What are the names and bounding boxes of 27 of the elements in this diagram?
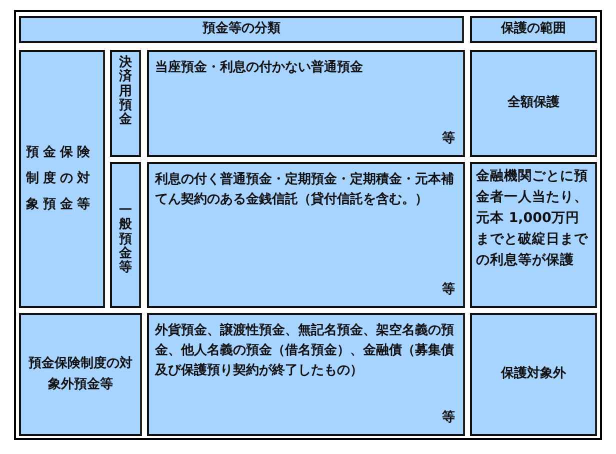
vertical-cell-text: 決済用預金 — [119, 56, 132, 128]
table-cell — [470, 313, 597, 436]
cell-text: 全額保護 — [508, 94, 560, 112]
vertical-cell-text: 一般預金等 — [119, 204, 132, 276]
etc-note: 等 — [442, 408, 455, 427]
table-cell — [19, 16, 464, 43]
cell-text: 利息の付く普通預金・定期預金・定期積金・元本補てん契約のある金銭信託（貸付信託を含む。） — [155, 170, 455, 210]
cell-text: 保護対象外 — [501, 364, 566, 384]
cell-text: 当座預金・利息の付かない普通預金 — [155, 58, 364, 77]
table-cell — [470, 16, 597, 43]
cell-text: 預金保険制度の対象外預金等 — [28, 354, 134, 394]
table-cell — [147, 313, 465, 436]
table-cell — [147, 50, 465, 157]
cell-text: 外貨預金、譲渡性預金、無記名預金、架空名義の預金、他人名義の預金（借名預金）、金融債（募集債及び保護預り契約が終了したもの） — [155, 322, 455, 380]
cell-text: 預金保険制度の対象預金等 — [26, 144, 95, 214]
table-cell — [110, 162, 141, 308]
table-cell — [19, 50, 105, 308]
cell-text: 保護の範囲 — [501, 20, 566, 38]
cell-text: 預金等の分類 — [202, 20, 280, 38]
table-cell — [110, 50, 141, 157]
table-cell — [19, 313, 142, 436]
table-cell — [470, 162, 597, 308]
etc-note: 等 — [442, 130, 455, 148]
etc-note: 等 — [442, 280, 455, 299]
cell-text: 金融機関ごとに預金者一人当たり、元本 1,000万円までと破綻日までの利息等が保護 — [476, 167, 589, 270]
table-cell — [470, 50, 597, 157]
table-cell — [147, 162, 465, 308]
